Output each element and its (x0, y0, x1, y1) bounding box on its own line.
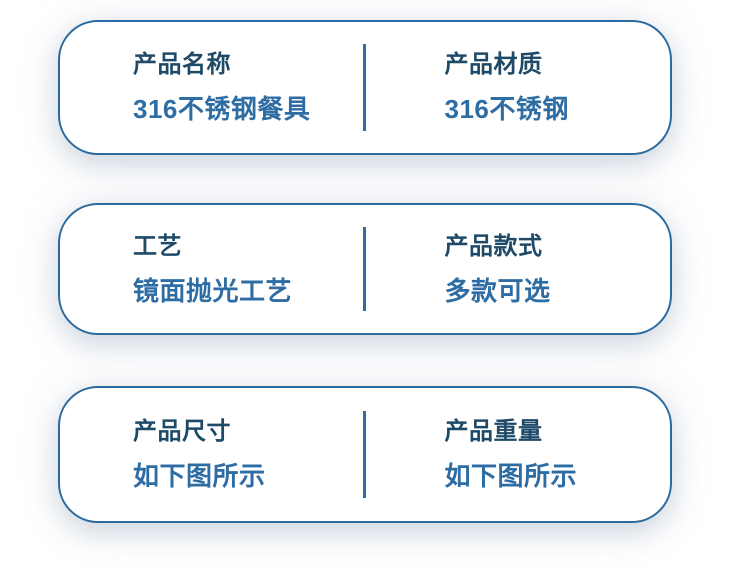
vertical-divider (363, 226, 367, 312)
spec-value: 316不锈钢 (444, 94, 569, 124)
spec-label: 产品名称 (133, 51, 231, 78)
spec-label: 产品款式 (444, 232, 543, 260)
spec-value: 多款可选 (444, 275, 551, 306)
vertical-divider (363, 44, 367, 131)
spec-cell-product-material: 产品材质 316不锈钢 (366, 22, 670, 153)
spec-card-craft-style: 工艺 镜面抛光工艺 产品款式 多款可选 (58, 203, 672, 335)
spec-value: 镜面抛光工艺 (133, 275, 293, 306)
spec-label: 工艺 (133, 232, 182, 260)
spec-value: 如下图所示 (133, 461, 266, 491)
spec-card-name-material: 产品名称 316不锈钢餐具 产品材质 316不锈钢 (58, 20, 672, 155)
spec-cell-product-style: 产品款式 多款可选 (366, 205, 670, 333)
spec-value: 如下图所示 (444, 461, 577, 491)
spec-value: 316不锈钢餐具 (133, 94, 311, 124)
vertical-divider (363, 410, 367, 499)
spec-cell-product-weight: 产品重量 如下图所示 (366, 388, 670, 521)
spec-card-size-weight: 产品尺寸 如下图所示 产品重量 如下图所示 (58, 386, 672, 523)
spec-label: 产品材质 (444, 51, 543, 78)
spec-cell-product-size: 产品尺寸 如下图所示 (60, 388, 363, 521)
spec-label: 产品重量 (444, 418, 543, 445)
spec-cell-product-name: 产品名称 316不锈钢餐具 (60, 22, 363, 153)
spec-cell-craft: 工艺 镜面抛光工艺 (60, 205, 363, 333)
spec-label: 产品尺寸 (133, 418, 231, 445)
